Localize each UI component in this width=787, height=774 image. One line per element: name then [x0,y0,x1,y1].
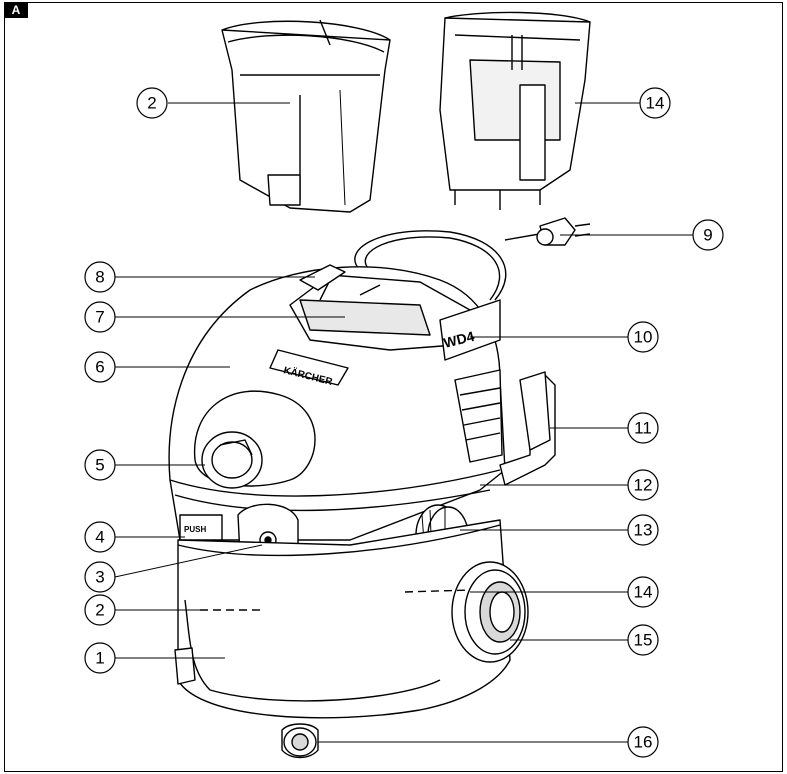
svg-text:13: 13 [634,521,653,540]
svg-text:7: 7 [95,308,104,327]
push-label: PUSH [184,525,206,534]
svg-text:14: 14 [646,94,665,113]
callout-circle: 14 [627,576,659,608]
callout-circle: 9 [692,219,724,251]
model-label: WD4 [442,328,476,351]
svg-text:3: 3 [95,568,104,587]
svg-text:16: 16 [634,733,653,752]
svg-text:8: 8 [95,268,104,287]
callout-circle: 8 [84,261,116,293]
svg-text:1: 1 [95,649,104,668]
svg-text:2: 2 [95,601,104,620]
callout-circle: 11 [627,412,659,444]
svg-text:11: 11 [634,419,652,438]
callout-circle: 1 [84,642,116,674]
callout-circle: 3 [84,561,116,593]
callout-circle: 13 [627,514,659,546]
power-cord [354,217,591,301]
callout-circle: 2 [136,87,168,119]
callout-circle: 7 [84,301,116,333]
figure-tag: A [4,2,28,18]
leader-lines [114,102,693,743]
callout-circle: 15 [627,624,659,656]
container-14-top [439,11,591,210]
callout-circle: 16 [627,726,659,758]
svg-text:12: 12 [634,476,653,495]
svg-text:6: 6 [95,358,104,377]
callout-circle: 6 [84,351,116,383]
svg-text:14: 14 [634,583,653,602]
callout-circle: 2 [84,594,116,626]
svg-text:9: 9 [703,226,712,245]
svg-text:5: 5 [95,456,104,475]
callout-circle: 5 [84,449,116,481]
vacuum-tank [174,519,529,759]
callout-circle: 4 [84,521,116,553]
svg-text:10: 10 [634,328,653,347]
callout-circle: 10 [627,321,659,353]
svg-text:4: 4 [95,528,104,547]
svg-text:15: 15 [634,631,653,650]
svg-text:2: 2 [147,94,156,113]
callout-circle: 14 [639,87,671,119]
container-2-top [221,19,391,213]
callout-circle: 12 [627,469,659,501]
